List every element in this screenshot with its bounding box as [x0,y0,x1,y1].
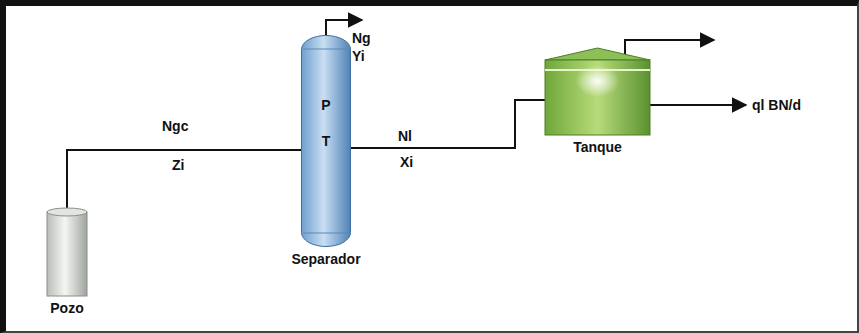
composition-symbol: Yi [352,48,365,64]
well-casing: Pozo [47,208,87,296]
pressure-temperature-mark: T [301,133,351,149]
composition-symbol: Xi [400,154,413,170]
stream-name: Ng [352,30,371,46]
flow-line [67,150,301,208]
well-casing-outline [47,208,87,296]
tank-outlet-pipe [650,104,746,106]
flow-line [351,100,545,148]
equipment-name: Separador [291,251,360,267]
stream-name: Ngc [162,118,188,134]
flow-rate-label: ql BN/d [752,97,801,113]
stream-name: Nl [398,128,412,144]
equipment-name: Tanque [573,139,622,155]
composition-symbol: Zi [172,157,184,173]
storage-tank: Tanque [545,48,650,135]
storage-tank-outline [545,48,650,135]
tank-vent-pipe [625,40,714,54]
pressure-temperature-mark: P [301,97,351,113]
separator-vessel: PTSeparador [301,35,351,247]
equipment-name: Pozo [50,300,83,316]
